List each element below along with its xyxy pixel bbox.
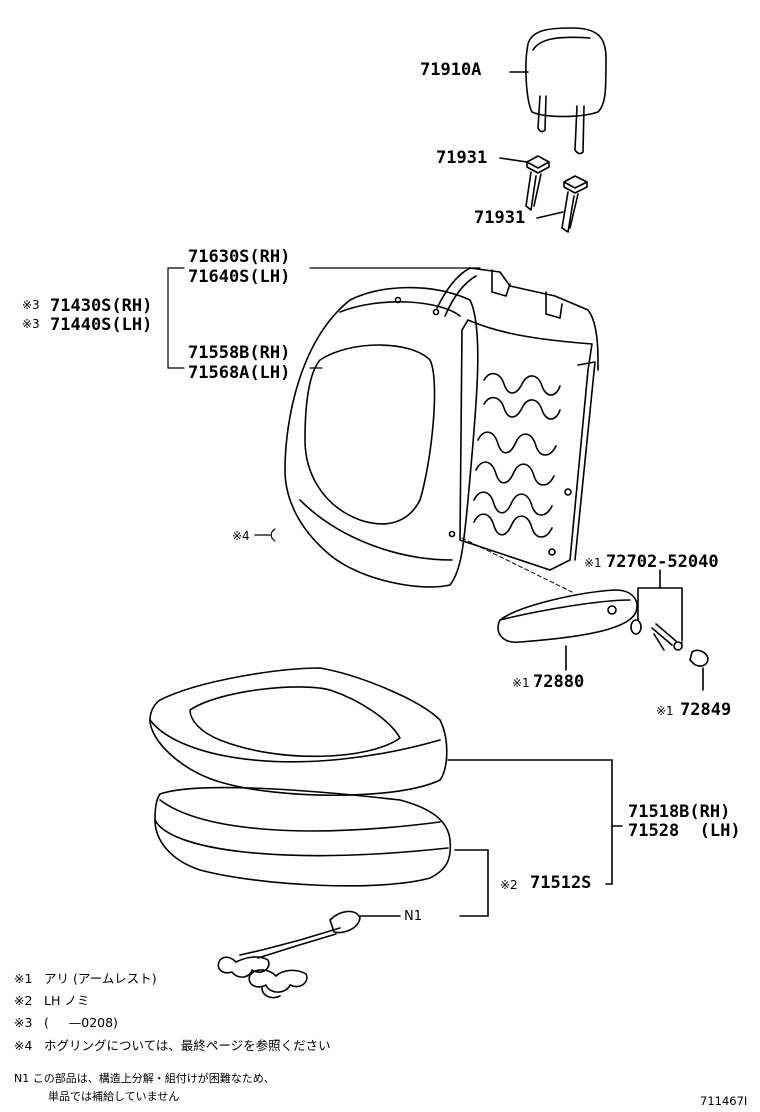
part-label-cover-rh: 71558B(RH) [188,343,291,363]
part-label-cover-lh: 71568A(LH) [188,363,291,383]
part-label-cap: 72849 [680,700,732,720]
note-mark-pad: ※2 [500,878,518,892]
note-mark-screw: ※1 [584,556,602,570]
part-label-cushion-cover-rh: 71518B(RH) [628,802,731,822]
seat-cushion-pad-drawing [154,759,623,917]
leader-lines [167,267,481,542]
note-4-mark: ※4 [14,1038,33,1053]
note-2-mark: ※2 [14,993,33,1008]
part-label-armrest: 72880 [533,672,585,692]
note-3-text: ( —0208) [44,1015,118,1030]
part-label-n1: N1 [404,909,422,924]
part-label-seatback-lh: 71440S(LH) [50,315,153,335]
note-2-text: LH ノミ [44,993,90,1008]
seat-heater-wire-drawing [217,910,361,999]
note-4-text: ホグリングについては、最終ページを参照ください [44,1038,331,1053]
armrest-drawing [497,569,709,691]
headrest-guide-drawing [499,155,588,233]
part-label-seatback-rh: 71430S(RH) [50,296,153,316]
seat-cushion-cover-drawing [149,667,613,797]
figure-id: 711467I [700,1094,748,1108]
note-mark-back-rh: ※3 [22,298,40,312]
footnote-line-1: N1 この部品は、構造上分解・組付けが困難なため、 [14,1072,275,1085]
note-mark-hogring: ※4 [232,529,250,543]
part-label-headrest-guide-lower: 71931 [474,208,526,228]
note-mark-armrest: ※1 [512,676,530,690]
note-1-text: アリ (アームレスト) [44,971,157,986]
seatback-cushion-drawing [284,286,573,593]
headrest-drawing [509,27,607,155]
part-label-frame-rh: 71630S(RH) [188,247,291,267]
footnote-line-2: 単品では補給していません [48,1090,180,1103]
note-mark-cap: ※1 [656,704,674,718]
part-label-cushion-cover-lh: 71528 (LH) [628,821,741,841]
part-label-screw: 72702-52040 [606,552,719,572]
seatback-frame-drawing [436,267,599,571]
part-label-headrest-guide-upper: 71931 [436,148,488,168]
note-mark-back-lh: ※3 [22,317,40,331]
part-label-pad: 71512S [530,873,592,893]
note-3-mark: ※3 [14,1015,33,1030]
note-1-mark: ※1 [14,971,33,986]
part-label-frame-lh: 71640S(LH) [188,267,291,287]
part-label-headrest: 71910A [420,60,482,80]
